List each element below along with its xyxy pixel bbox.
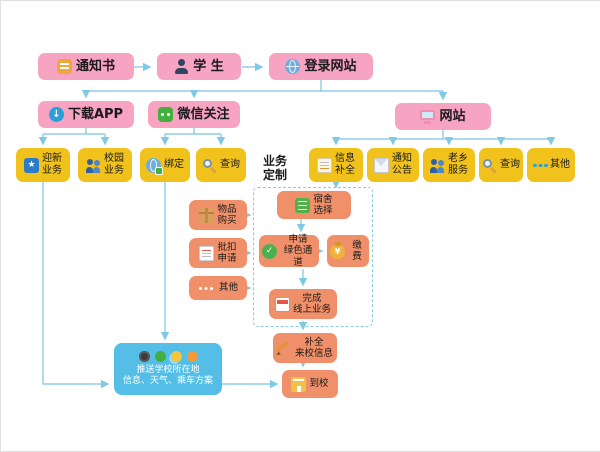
people-icon: [430, 158, 445, 173]
dots-icon: [532, 158, 547, 173]
notice-icon: [56, 59, 72, 74]
node-label: 老乡 服务: [448, 153, 468, 176]
node-label: 到校: [309, 378, 329, 390]
push-icon-row: [138, 351, 198, 363]
node-label: 登录网站: [304, 58, 357, 74]
search-icon: [482, 158, 497, 173]
node-campus-service: 校园 业务: [78, 148, 132, 182]
node-query-wechat: 查询: [196, 148, 246, 182]
document-icon: [199, 245, 215, 261]
node-dorm-select: 宿舍 选择: [277, 191, 351, 219]
green-channel-icon: [262, 243, 277, 259]
wechat-icon: [158, 107, 174, 122]
node-label: 迎新 业务: [42, 153, 62, 176]
node-info-complete: 信息 补全: [309, 148, 363, 182]
node-item-purchase: 物品 购买: [189, 200, 247, 230]
node-arrive-school: 到校: [282, 370, 338, 398]
node-query-website: 查询: [479, 148, 523, 182]
moneybag-icon: [330, 241, 345, 259]
node-label: 申请 绿色通道: [283, 233, 313, 268]
card-icon: [274, 296, 290, 312]
node-label: 宿舍 选择: [313, 193, 333, 216]
node-notice-letter: 通知书: [38, 53, 134, 80]
node-label: 学 生: [193, 58, 224, 74]
online-business-dashed-group: [253, 187, 373, 327]
globe-icon: [285, 59, 301, 74]
node-other-optional: 其他: [189, 276, 247, 300]
bind-icon: [146, 157, 163, 175]
node-supplement-info: 补全 来校信息: [273, 333, 337, 363]
weather-icon: [170, 351, 182, 363]
node-label: 缴费: [352, 239, 362, 262]
node-batch-deduction: 批扣 申请: [189, 238, 247, 268]
student-icon: [174, 59, 189, 74]
node-welcome-service: 迎新 业务: [16, 148, 70, 182]
node-bind: 绑定: [140, 148, 190, 182]
node-label: 下载APP: [67, 106, 124, 122]
pencil-icon: [277, 341, 292, 356]
node-label: 网站: [439, 108, 466, 124]
transport-icon: [186, 351, 198, 363]
node-hometown-service: 老乡 服务: [423, 148, 475, 182]
search-icon: [202, 158, 217, 173]
node-label: 信息 补全: [335, 153, 355, 176]
node-complete-online: 完成 线上业务: [269, 289, 337, 319]
node-login-website: 登录网站: [269, 53, 373, 80]
node-student: 学 生: [157, 53, 241, 80]
node-label: 微信关注: [177, 106, 230, 122]
node-label: 批扣 申请: [217, 241, 237, 264]
node-download-app: 下载APP: [38, 101, 134, 128]
label-business-custom: 业务 定制: [253, 151, 297, 185]
node-label: 绑定: [164, 159, 184, 170]
node-label: 完成 线上业务: [292, 292, 331, 315]
node-label: 校园 业务: [104, 153, 124, 176]
welcome-icon: [24, 157, 39, 173]
node-label: 查询: [500, 159, 520, 170]
node-notice-announce: 通知 公告: [367, 148, 419, 182]
monitor-icon: [420, 109, 436, 124]
node-label: 查询: [220, 159, 240, 170]
mail-icon: [374, 157, 389, 173]
moments-icon: [138, 351, 150, 363]
node-label: 通知 公告: [392, 153, 412, 176]
download-icon: [48, 107, 64, 122]
chat-bubble-icon: [154, 351, 166, 363]
node-pay-fee: 缴费: [327, 235, 369, 267]
node-label: 业务 定制: [262, 153, 287, 182]
node-label: 通知书: [75, 58, 115, 74]
school-icon: [291, 376, 307, 392]
node-wechat-follow: 微信关注: [148, 101, 240, 128]
node-other-website: 其他: [527, 148, 575, 182]
node-label: 补全 来校信息: [294, 336, 333, 359]
node-website: 网站: [395, 103, 491, 130]
push-info-text: 推送学校所在地 信息、天气、乘车方案: [122, 365, 213, 386]
node-green-channel: 申请 绿色通道: [259, 233, 319, 268]
form-icon: [317, 157, 332, 173]
dots-icon: [198, 281, 216, 296]
cabinet-icon: [295, 197, 311, 213]
push-info-box: 推送学校所在地 信息、天气、乘车方案: [114, 343, 222, 395]
campus-people-icon: [86, 158, 101, 173]
node-label: 物品 购买: [217, 203, 237, 226]
node-label: 其他: [218, 282, 238, 294]
node-label: 其他: [550, 159, 570, 170]
package-icon: [199, 207, 215, 223]
